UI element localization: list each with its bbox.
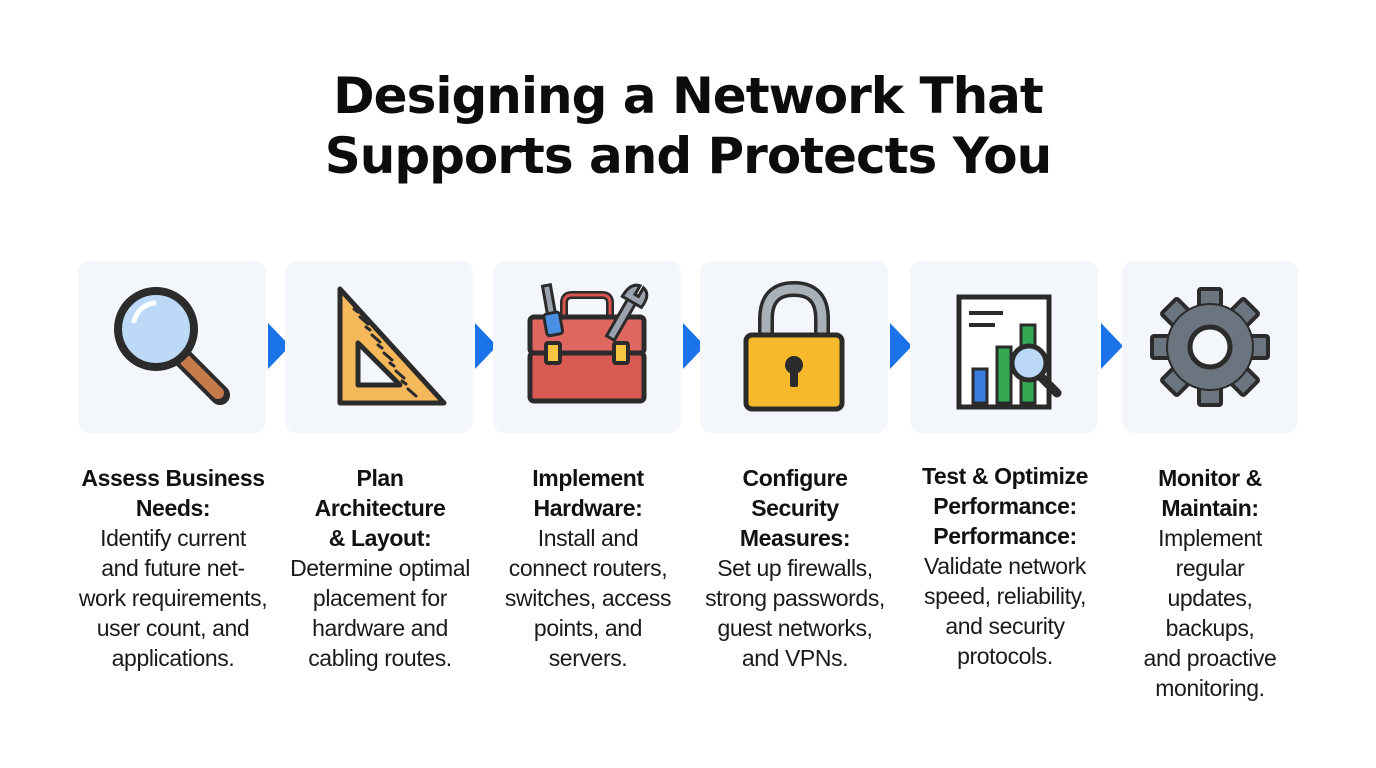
heading-line: Performance: (933, 493, 1077, 519)
heading-line: Configure (742, 465, 848, 491)
desc-line: guest networks, (717, 615, 873, 641)
step-heading: Implement Hardware: (493, 463, 683, 523)
heading-line: Measures: (739, 525, 851, 551)
heading-line: Test & Optimize (921, 463, 1089, 489)
desc-line: Set up firewalls, (717, 555, 873, 581)
toolbox-icon (527, 283, 649, 404)
desc-line: and security (945, 613, 1065, 639)
chevron-right-icon (475, 323, 497, 369)
heading-line: & Layout: (328, 525, 432, 551)
magnifier-icon (114, 287, 230, 405)
step-heading: Monitor & Maintain: (1122, 463, 1298, 523)
heading-line: Hardware: (533, 495, 643, 521)
heading-line: Architecture (314, 495, 446, 521)
title-line-2: Supports and Protects You (324, 127, 1053, 185)
chart-magnifier-icon (956, 294, 1062, 410)
heading-line: Assess Business (81, 465, 265, 491)
desc-line: switches, access (504, 585, 672, 611)
page-title: Designing a Network That Supports and Pr… (0, 66, 1376, 186)
desc-line: Validate network (924, 553, 1086, 579)
step-card (285, 261, 473, 433)
heading-line: Performance: (933, 523, 1077, 549)
desc-line: applications. (111, 645, 235, 671)
step-description: Implement regular updates, backups, and … (1122, 523, 1298, 703)
step-card (910, 261, 1098, 433)
heading-line: Maintain: (1161, 495, 1259, 521)
step-assess-business-needs: Assess Business Needs: Identify current … (78, 261, 268, 673)
desc-line: Implement regular (1158, 525, 1262, 581)
step-card (700, 261, 888, 433)
set-square-icon (337, 286, 447, 406)
step-card (1122, 261, 1298, 433)
desc-line: and future net- (101, 555, 245, 581)
step-card (493, 261, 681, 433)
step-heading: Test & Optimize Performance: Performance… (910, 461, 1100, 551)
chevron-right-icon (683, 323, 705, 369)
desc-line: placement for (312, 585, 448, 611)
desc-line: connect routers, (508, 555, 668, 581)
step-heading: Assess Business Needs: (78, 463, 268, 523)
step-description: Determine optimal placement for hardware… (285, 553, 475, 673)
step-description: Set up firewalls, strong passwords, gues… (700, 553, 890, 673)
desc-line: monitoring. (1155, 675, 1265, 701)
step-description: Validate network speed, reliability, and… (910, 551, 1100, 671)
desc-line: and VPNs. (741, 645, 849, 671)
padlock-icon (743, 280, 845, 412)
desc-line: updates, backups, (1165, 585, 1255, 641)
heading-line: Monitor & (1158, 465, 1262, 491)
desc-line: work requirements, (78, 585, 268, 611)
step-implement-hardware: Implement Hardware: Install and connect … (493, 261, 683, 673)
desc-line: cabling routes. (308, 645, 452, 671)
desc-line: Identify current (100, 525, 246, 551)
step-description: Install and connect routers, switches, a… (493, 523, 683, 673)
heading-line: Security (751, 495, 839, 521)
heading-line: Plan (356, 465, 404, 491)
step-description: Identify current and future net- work re… (78, 523, 268, 673)
heading-line: Needs: (135, 495, 211, 521)
desc-line: speed, reliability, (923, 583, 1086, 609)
desc-line: hardware and (312, 615, 448, 641)
desc-line: Install and (537, 525, 639, 551)
desc-line: protocols. (957, 643, 1053, 669)
desc-line: points, and servers. (533, 615, 643, 671)
step-plan-architecture: Plan Architecture & Layout: Determine op… (285, 261, 475, 673)
desc-line: Determine optimal (290, 555, 470, 581)
title-line-1: Designing a Network That (333, 67, 1044, 125)
step-configure-security: Configure Security Measures: Set up fire… (700, 261, 890, 673)
chevron-right-icon (268, 323, 290, 369)
desc-line: and proactive (1143, 645, 1277, 671)
step-monitor-maintain: Monitor & Maintain: Implement regular up… (1122, 261, 1298, 703)
chevron-right-icon (890, 323, 912, 369)
desc-line: strong passwords, (705, 585, 885, 611)
step-card (78, 261, 266, 433)
heading-line: Implement (532, 465, 644, 491)
step-heading: Configure Security Measures: (700, 463, 890, 553)
desc-line: user count, and (96, 615, 250, 641)
step-test-optimize: Test & Optimize Performance: Performance… (910, 261, 1100, 671)
step-heading: Plan Architecture & Layout: (285, 463, 475, 553)
gear-icon (1150, 287, 1270, 407)
chevron-right-icon (1101, 323, 1123, 369)
